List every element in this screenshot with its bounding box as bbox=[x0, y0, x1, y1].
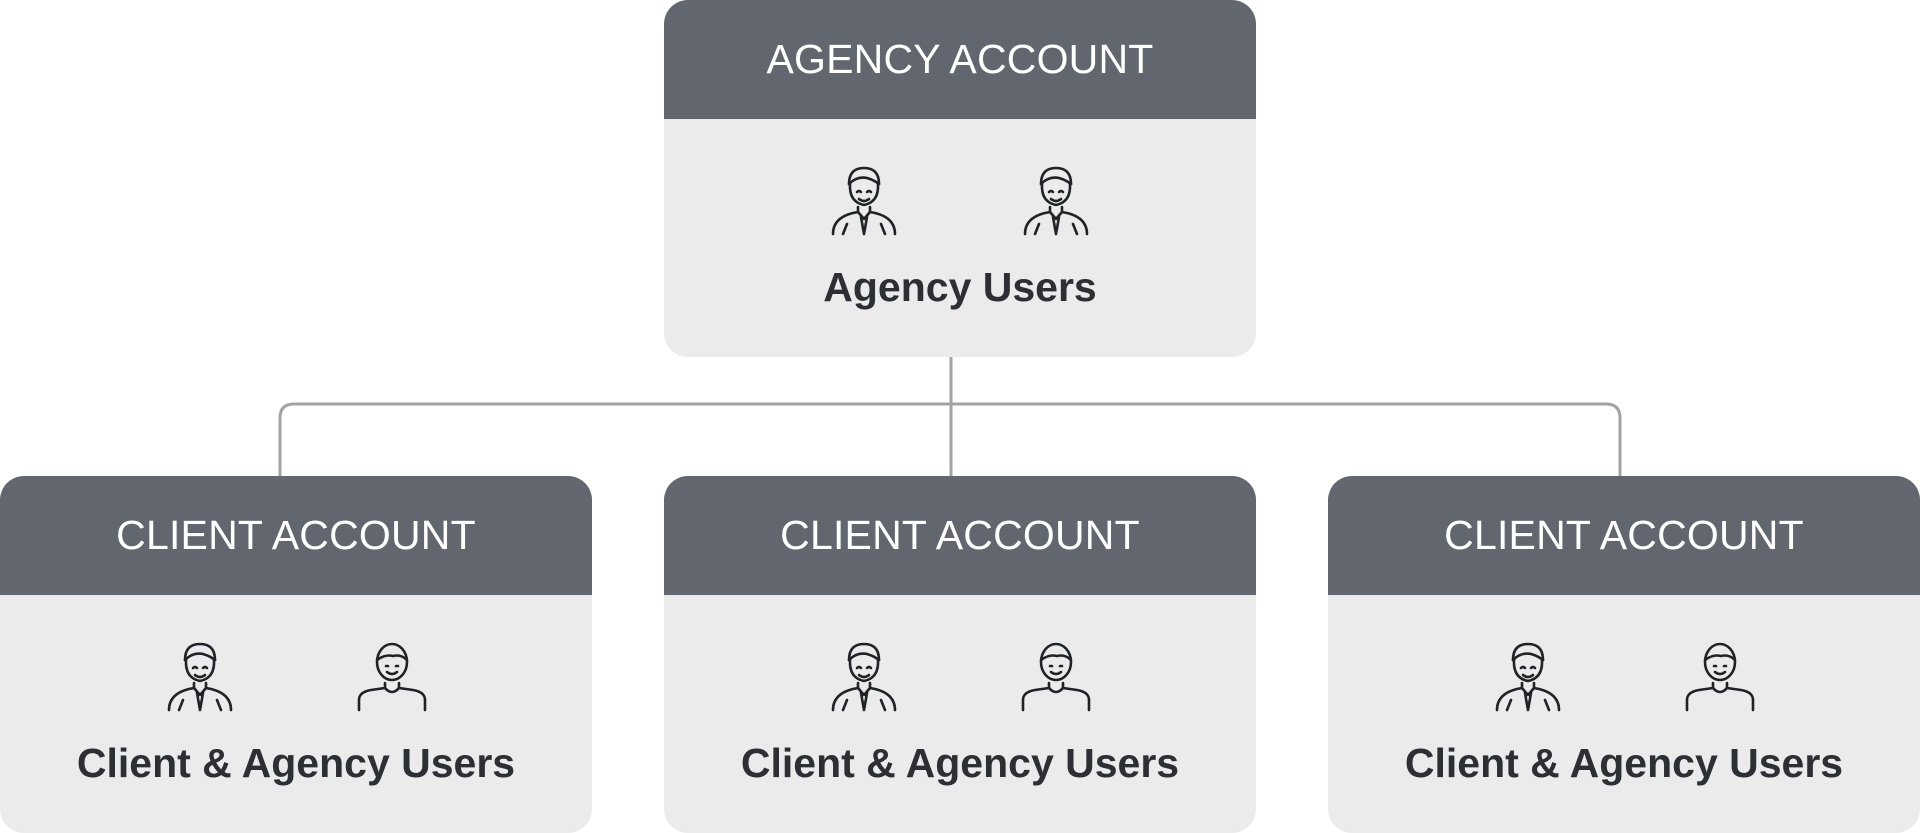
client-account-body: Client & Agency Users bbox=[664, 595, 1256, 833]
client-agency-users-label: Client & Agency Users bbox=[740, 740, 1180, 786]
user-icon bbox=[1019, 638, 1093, 712]
agency-users-icons bbox=[664, 162, 1256, 236]
connector-bus bbox=[278, 402, 1622, 476]
agency-users-label: Agency Users bbox=[823, 264, 1097, 310]
agency-account-card: AGENCY ACCOUNT bbox=[664, 0, 1256, 357]
agency-account-body: Agency Users bbox=[664, 119, 1256, 357]
client-users-icons bbox=[1328, 638, 1920, 712]
user-icon bbox=[355, 638, 429, 712]
businessman-icon bbox=[1491, 638, 1565, 712]
businessman-icon bbox=[163, 638, 237, 712]
client-account-card: CLIENT ACCOUNT bbox=[664, 476, 1256, 833]
client-account-title: CLIENT ACCOUNT bbox=[664, 476, 1256, 595]
businessman-icon bbox=[827, 638, 901, 712]
client-users-icons bbox=[0, 638, 592, 712]
agency-account-title: AGENCY ACCOUNT bbox=[664, 0, 1256, 119]
client-agency-users-label: Client & Agency Users bbox=[76, 740, 516, 786]
businessman-icon bbox=[827, 162, 901, 236]
client-account-body: Client & Agency Users bbox=[1328, 595, 1920, 833]
user-icon bbox=[1683, 638, 1757, 712]
client-agency-users-label: Client & Agency Users bbox=[1404, 740, 1844, 786]
client-account-title: CLIENT ACCOUNT bbox=[0, 476, 592, 595]
client-users-icons bbox=[664, 638, 1256, 712]
businessman-icon bbox=[1019, 162, 1093, 236]
client-account-body: Client & Agency Users bbox=[0, 595, 592, 833]
client-account-card: CLIENT ACCOUNT bbox=[1328, 476, 1920, 833]
client-account-card: CLIENT ACCOUNT bbox=[0, 476, 592, 833]
client-account-title: CLIENT ACCOUNT bbox=[1328, 476, 1920, 595]
